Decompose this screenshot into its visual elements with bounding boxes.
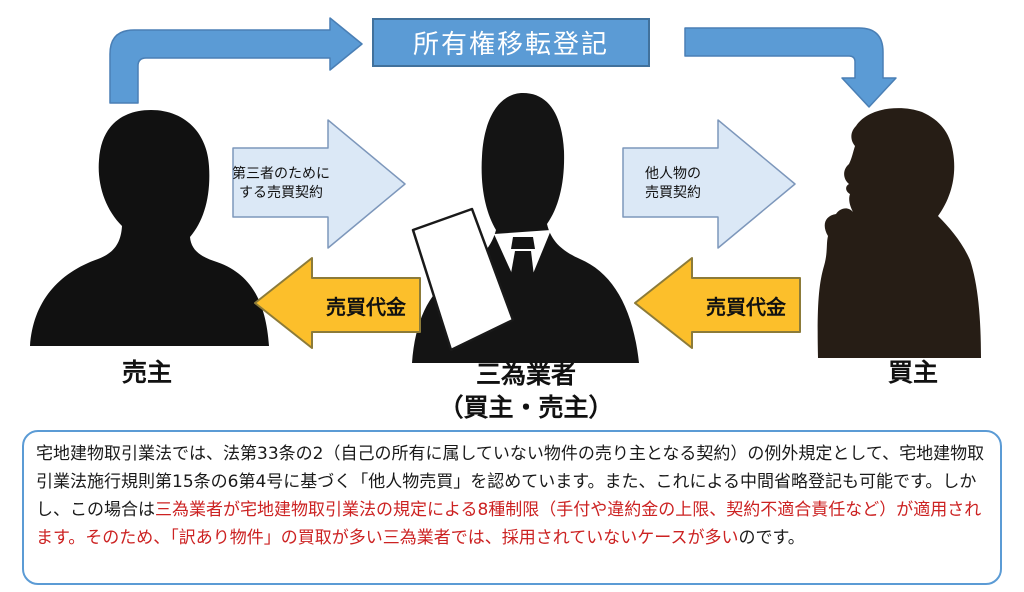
payment-arrow-left <box>254 257 421 349</box>
contract-right-line1: 他人物の <box>645 166 701 183</box>
payment-arrow-right-label: 売買代金 <box>706 294 786 319</box>
registration-arrow-to-buyer <box>684 27 897 108</box>
contract-arrow-left-label: 第三者のために する売買契約 <box>228 150 334 218</box>
contract-right-line2: 売買契約 <box>645 185 701 201</box>
registration-arrow-from-seller <box>109 17 363 104</box>
dealer-tie <box>508 251 536 308</box>
contract-left-line2: する売買契約 <box>239 185 323 201</box>
diagram-canvas <box>30 17 981 363</box>
seller-silhouette <box>30 110 269 346</box>
dealer-label: 三為業者 （買主・売主） <box>426 358 626 424</box>
note-segment-3: のです。 <box>738 528 805 548</box>
ownership-transfer-title: 所有権移転登記 <box>372 18 650 67</box>
payment-arrow-left-label: 売買代金 <box>326 294 406 319</box>
dealer-label-sub: （買主・売主） <box>438 393 614 422</box>
contract-arrow-right <box>622 119 796 249</box>
buyer-label: 買主 <box>887 358 938 387</box>
buyer-silhouette <box>817 108 981 358</box>
contract-left-line1: 第三者のために <box>232 166 330 183</box>
note-segment-1: 宅地建物取引業法では、法第33条の2（自己の所有に属していない物件の売り主となる… <box>36 444 985 520</box>
contract-arrow-right-label: 他人物の 売買契約 <box>620 150 726 218</box>
seller-label: 売主 <box>121 358 172 387</box>
dealer-document <box>411 207 515 352</box>
legal-note-box: 宅地建物取引業法では、法第33条の2（自己の所有に属していない物件の売り主となる… <box>22 430 1002 585</box>
contract-arrow-left <box>232 119 406 249</box>
note-segment-2: 三為業者が宅地建物取引業法の規定による8種制限（手付や違約金の上限、契約不適合責… <box>36 500 982 548</box>
dealer-label-main: 三為業者 <box>475 360 576 389</box>
dealer-tie-knot <box>511 237 535 249</box>
payment-arrow-right <box>634 257 801 349</box>
